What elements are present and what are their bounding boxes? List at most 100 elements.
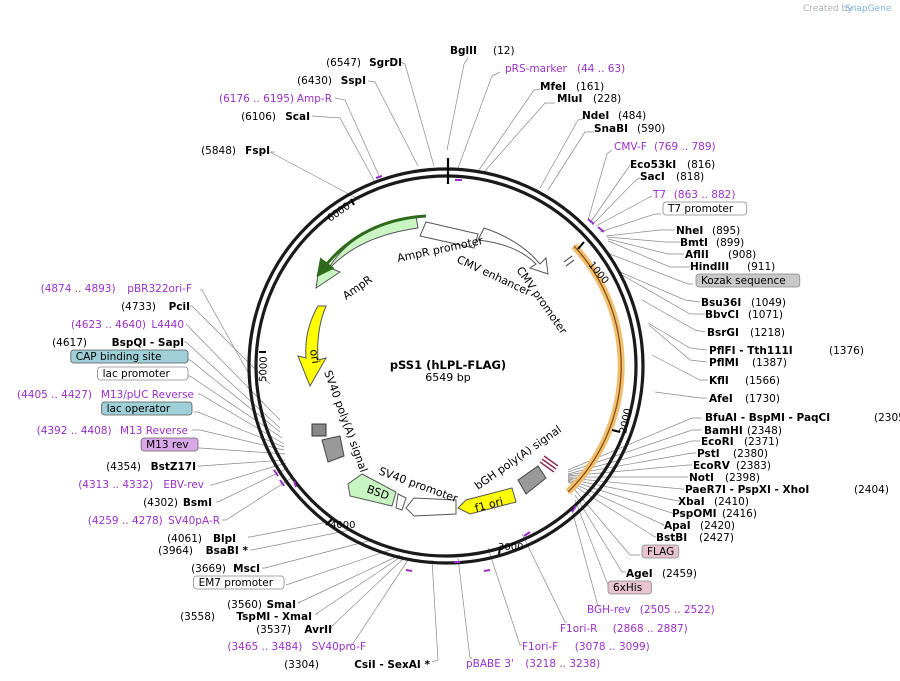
feature-box-kozak bbox=[695, 273, 801, 288]
site-coord-ndei: (484) bbox=[618, 110, 646, 122]
site-name-t7: T7 bbox=[652, 189, 666, 201]
site-name-pbr: pBR322ori-F bbox=[127, 283, 192, 295]
label-cmv-promoter: CMV promoter bbox=[514, 264, 570, 337]
site-label-psti: PstI(2380) bbox=[697, 448, 768, 460]
site-coord-bspqi: (4617) bbox=[52, 337, 87, 349]
site-label-scai: ScaI(6106) bbox=[241, 111, 310, 123]
site-name-bmti: BmtI bbox=[680, 237, 708, 249]
site-coord-csii: (3304) bbox=[284, 659, 319, 671]
site-name-hindiii: HindIII bbox=[690, 261, 729, 273]
site-name-avrii: AvrII bbox=[304, 624, 332, 636]
site-coord-mlui: (228) bbox=[593, 93, 621, 105]
site-label-t7: T7 (863 .. 882) bbox=[652, 189, 735, 201]
site-coord-agei: (2459) bbox=[662, 568, 697, 580]
site-name-m13puc: M13/pUC Reverse bbox=[101, 389, 194, 401]
site-name-sspi: SspI bbox=[341, 75, 366, 87]
feature-name-lacprom: lac promoter bbox=[103, 368, 171, 380]
site-name-bfuai: BfuAI - BspMI - PaqCI bbox=[705, 412, 830, 424]
site-label-pbr: pBR322ori-F(4874 .. 4893) bbox=[41, 283, 192, 295]
site-label-m13puc: M13/pUC Reverse(4405 .. 4427) bbox=[17, 389, 194, 401]
site-coord-bmti: (899) bbox=[716, 237, 744, 249]
site-label-nhei: NheI(895) bbox=[676, 225, 740, 237]
site-coord-fspi: (5848) bbox=[201, 145, 236, 157]
site-name-bstbi: BstBI bbox=[656, 532, 687, 544]
site-coord-tspmi: (3558) bbox=[180, 611, 215, 623]
site-name-m13r: M13 Reverse bbox=[120, 425, 188, 437]
site-name-csii: CsiI - SexAI * bbox=[354, 659, 430, 671]
site-coord-sv40pro: (3465 .. 3484) bbox=[227, 641, 302, 653]
site-label-bsu36i: Bsu36I(1049) bbox=[701, 297, 786, 309]
site-coord-msci: (3669) bbox=[191, 563, 226, 575]
site-label-kfli: KflI(1566) bbox=[709, 375, 780, 387]
site-label-bsmi: BsmI (4302) bbox=[143, 497, 212, 509]
site-label-bsrgi: BsrGI(1218) bbox=[707, 327, 785, 339]
bsd-small-arrow bbox=[395, 493, 407, 511]
site-coord-noti: (2398) bbox=[725, 472, 760, 484]
site-coord-kfli: (1566) bbox=[745, 375, 780, 387]
kozak-marks bbox=[563, 255, 575, 267]
site-label-bfuai: BfuAI - BspMI - PaqCI(2305) bbox=[705, 412, 900, 424]
label-bgh-polya: bGH poly(A) signal bbox=[472, 423, 564, 493]
site-name-apai: ApaI bbox=[664, 520, 691, 532]
site-label-pflfi: PflFI - Tth111I(1376) bbox=[709, 345, 864, 357]
tick-5000: 5000 bbox=[258, 356, 270, 382]
site-name-bsmi: BsmI bbox=[183, 497, 212, 509]
site-name-eco53ki: Eco53kI bbox=[630, 159, 676, 171]
site-coord-t7: (863 .. 882) bbox=[674, 189, 736, 201]
site-label-msci: MscI(3669) bbox=[191, 563, 260, 575]
site-name-mfei: MfeI bbox=[540, 81, 566, 93]
feature-name-kozak: Kozak sequence bbox=[701, 275, 786, 287]
site-label-bmti: BmtI (899) bbox=[680, 237, 744, 249]
site-coord-bsmi: (4302) bbox=[143, 497, 178, 509]
site-name-fspi: FspI bbox=[245, 145, 270, 157]
site-label-bamhi: BamHI(2348) bbox=[704, 425, 782, 437]
tick-6000: 6000 bbox=[325, 201, 352, 225]
site-coord-m13r: (4392 .. 4408) bbox=[37, 425, 112, 437]
site-coord-f1orif: (3078 .. 3099) bbox=[575, 641, 650, 653]
site-label-cap: CAP binding site bbox=[70, 349, 189, 364]
site-name-agei: AgeI bbox=[626, 568, 653, 580]
site-name-paer7i: PaeR7I - PspXI - XhoI bbox=[685, 484, 809, 496]
site-name-ecorv: EcoRV bbox=[693, 460, 731, 472]
leader-lines bbox=[184, 57, 708, 663]
site-label-bghrev: BGH-rev(2505 .. 2522) bbox=[587, 604, 715, 616]
site-coord-blpi: (4061) bbox=[167, 533, 202, 545]
site-name-pflfi: PflFI - Tth111I bbox=[709, 345, 793, 357]
site-label-blpi: BlpI(4061) bbox=[167, 533, 236, 545]
snapgene-logo: SnapGene bbox=[845, 4, 892, 14]
site-label-mlui: MluI(228) bbox=[557, 93, 621, 105]
site-coord-ecorv: (2383) bbox=[736, 460, 771, 472]
site-coord-snabi: (590) bbox=[637, 123, 665, 135]
site-name-pbabe: pBABE 3' bbox=[466, 658, 514, 670]
feature-box-lacprom bbox=[97, 366, 189, 381]
site-name-f1orir: F1ori-R bbox=[560, 623, 597, 635]
site-label-pspomi: PspOMI(2416) bbox=[672, 508, 757, 520]
site-coord-afei: (1730) bbox=[745, 393, 780, 405]
site-name-sv40pro: SV40pro-F bbox=[312, 641, 366, 653]
site-label-avrii: AvrII(3537) bbox=[256, 624, 332, 636]
primer-markers bbox=[273, 175, 605, 572]
site-name-bamhi: BamHI bbox=[704, 425, 743, 437]
backbone-inner bbox=[254, 174, 638, 558]
site-name-smai: SmaI bbox=[267, 599, 297, 611]
ori-arrow bbox=[297, 305, 328, 388]
site-label-bbvci: BbvCI(1071) bbox=[705, 309, 783, 321]
site-coord-bsrgi: (1218) bbox=[750, 327, 785, 339]
site-coord-mfei: (161) bbox=[576, 81, 604, 93]
site-label-paer7i: PaeR7I - PspXI - XhoI(2404) bbox=[685, 484, 889, 496]
site-name-psti: PstI bbox=[697, 448, 720, 460]
site-name-ampr_p: Amp-R bbox=[297, 93, 332, 105]
site-labels: BglII(12)pRS-marker(44 .. 63)MfeI(161)Ml… bbox=[17, 45, 900, 671]
site-name-tspmi: TspMI - XmaI bbox=[236, 611, 312, 623]
site-label-m13rev: M13 rev bbox=[140, 437, 199, 452]
site-coord-hindiii: (911) bbox=[747, 261, 775, 273]
feature-box-his bbox=[607, 580, 652, 595]
feature-name-cap: CAP binding site bbox=[76, 351, 162, 363]
site-label-bstz17i: BstZ17I(4354) bbox=[106, 461, 196, 473]
plasmid-name: pSS1 (hLPL-FLAG) bbox=[390, 358, 506, 372]
site-label-sgrdi: SgrDI(6547) bbox=[326, 57, 402, 69]
site-label-sspi: SspI(6430) bbox=[297, 75, 366, 87]
site-name-l4440: L4440 bbox=[151, 319, 184, 331]
feature-box-cap bbox=[70, 349, 189, 364]
